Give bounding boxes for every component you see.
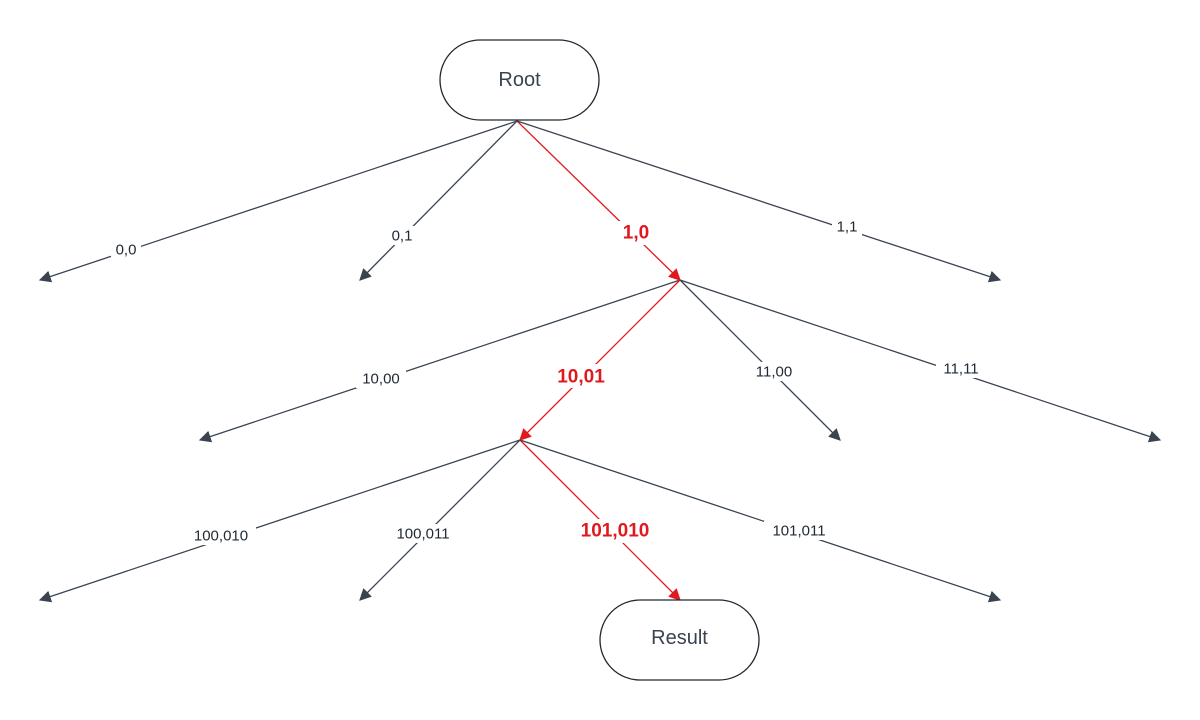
edge-l2-1111 bbox=[679, 279, 1162, 443]
edge-label-text: 10,00 bbox=[362, 371, 400, 388]
edge-l2-1001 bbox=[519, 279, 681, 441]
edge-label-text: 0,0 bbox=[116, 242, 137, 259]
edge-root-10 bbox=[516, 120, 681, 281]
edge-label-l3-101011: 101,011 bbox=[764, 521, 834, 540]
edge-root-01 bbox=[359, 120, 518, 281]
edge-label-root-11: 1,1 bbox=[832, 217, 862, 236]
edge-l2-1000 bbox=[198, 279, 681, 443]
root-node-label: Root bbox=[498, 69, 541, 91]
edge-label-l2-1100: 11,00 bbox=[749, 362, 799, 381]
edge-label-text: 100,011 bbox=[396, 526, 449, 543]
edge-label-text: 10,01 bbox=[557, 367, 605, 388]
edge-label-root-01: 0,1 bbox=[387, 226, 417, 245]
edge-label-text: 1,1 bbox=[837, 219, 858, 236]
result-node-label: Result bbox=[651, 627, 708, 649]
edge-l2-1100 bbox=[679, 279, 841, 441]
edge-label-text: 101,011 bbox=[772, 523, 825, 540]
edge-label-text: 1,0 bbox=[623, 223, 649, 244]
edge-root-11 bbox=[516, 120, 1002, 283]
edge-label-l2-1000: 10,00 bbox=[356, 369, 406, 388]
edge-label-text: 0,1 bbox=[392, 228, 413, 245]
edge-label-text: 101,010 bbox=[581, 521, 650, 542]
edge-label-l3-101010: 101,010 bbox=[571, 519, 659, 543]
edge-label-root-10: 1,0 bbox=[615, 221, 657, 245]
edge-label-l3-100011: 100,011 bbox=[388, 524, 458, 543]
edge-label-root-00: 0,0 bbox=[111, 240, 141, 259]
result-node: Result bbox=[599, 599, 760, 681]
edge-label-text: 11,11 bbox=[943, 361, 978, 378]
edge-label-l2-1001: 10,01 bbox=[550, 364, 612, 388]
edge-l3-100010 bbox=[38, 439, 521, 603]
edge-label-text: 11,00 bbox=[756, 364, 792, 381]
edge-l3-100011 bbox=[359, 439, 521, 601]
edge-label-text: 100,010 bbox=[194, 528, 248, 545]
edge-label-l2-1111: 11,11 bbox=[936, 359, 986, 378]
edge-l3-101011 bbox=[519, 439, 1002, 603]
root-node: Root bbox=[439, 39, 600, 121]
edge-label-l3-100010: 100,010 bbox=[186, 526, 256, 545]
